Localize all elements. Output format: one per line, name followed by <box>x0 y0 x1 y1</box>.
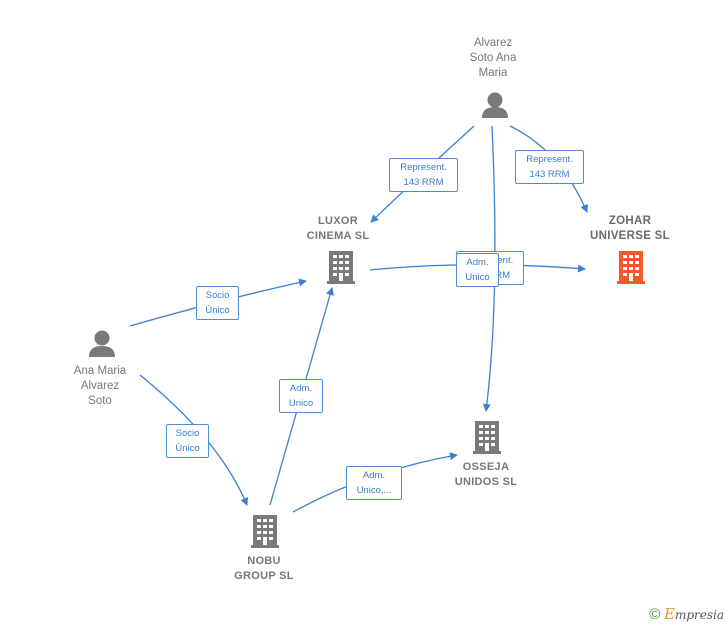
edge-label-line: Socio <box>175 428 200 439</box>
edge-label-line: Socio <box>205 290 230 301</box>
building-icon <box>251 515 279 548</box>
person-icon <box>482 92 508 118</box>
building-icon <box>327 251 355 284</box>
edge-label-line: Unico <box>288 398 314 409</box>
edge-label-line: Represent. <box>400 162 447 173</box>
edge-label-ana-nobu: Socio Único <box>166 424 209 458</box>
building-icon <box>617 251 645 284</box>
copyright-symbol: © <box>649 606 661 623</box>
edge-label-line: Unico,... <box>356 485 392 496</box>
edge-label-nobu-osseja: Adm. Unico,... <box>346 466 402 500</box>
edge-label-line: Unico <box>465 272 490 283</box>
building-icon <box>473 421 501 454</box>
edge-label-alvarez-osseja: Adm. Unico <box>456 253 499 287</box>
brand-name: mpresia <box>674 608 724 622</box>
edge-label-line: Adm. <box>362 470 386 481</box>
node-label-ana-maria-alvarez-soto[interactable]: Ana Maria Alvarez Soto <box>73 365 127 407</box>
edge-label-line: Único <box>205 305 230 316</box>
node-label-nobu-group[interactable]: NOBU GROUP SL <box>234 555 294 582</box>
edge-label-line: Represent. <box>526 154 573 165</box>
edge-label-line: 143 RRM <box>529 169 570 180</box>
edge-label-line: 143 RRM <box>403 177 444 188</box>
node-label-alvarez-soto-ana-maria[interactable]: Alvarez Soto Ana Maria <box>469 37 517 79</box>
brand-footer[interactable]: © Empresia <box>649 605 724 623</box>
brand-logo-letter: E <box>663 605 675 623</box>
edge-label-nobu-luxor: Adm. Unico <box>279 379 323 413</box>
person-icon <box>89 330 115 357</box>
edge-label-alvarez-luxor: Represent. 143 RRM <box>389 158 458 192</box>
edge-label-line: Único <box>175 443 200 454</box>
edge-label-line: Adm. <box>466 257 489 268</box>
node-label-osseja-unidos[interactable]: OSSEJA UNIDOS SL <box>454 461 518 488</box>
edge-label-alvarez-zohar: Represent. 143 RRM <box>515 150 584 184</box>
edge-label-line: Adm. <box>289 383 313 394</box>
node-label-luxor-cinema[interactable]: LUXOR CINEMA SL <box>306 215 370 242</box>
edge-label-ana-luxor: Socio Único <box>196 286 239 320</box>
node-label-zohar-universe[interactable]: ZOHAR UNIVERSE SL <box>590 215 670 242</box>
